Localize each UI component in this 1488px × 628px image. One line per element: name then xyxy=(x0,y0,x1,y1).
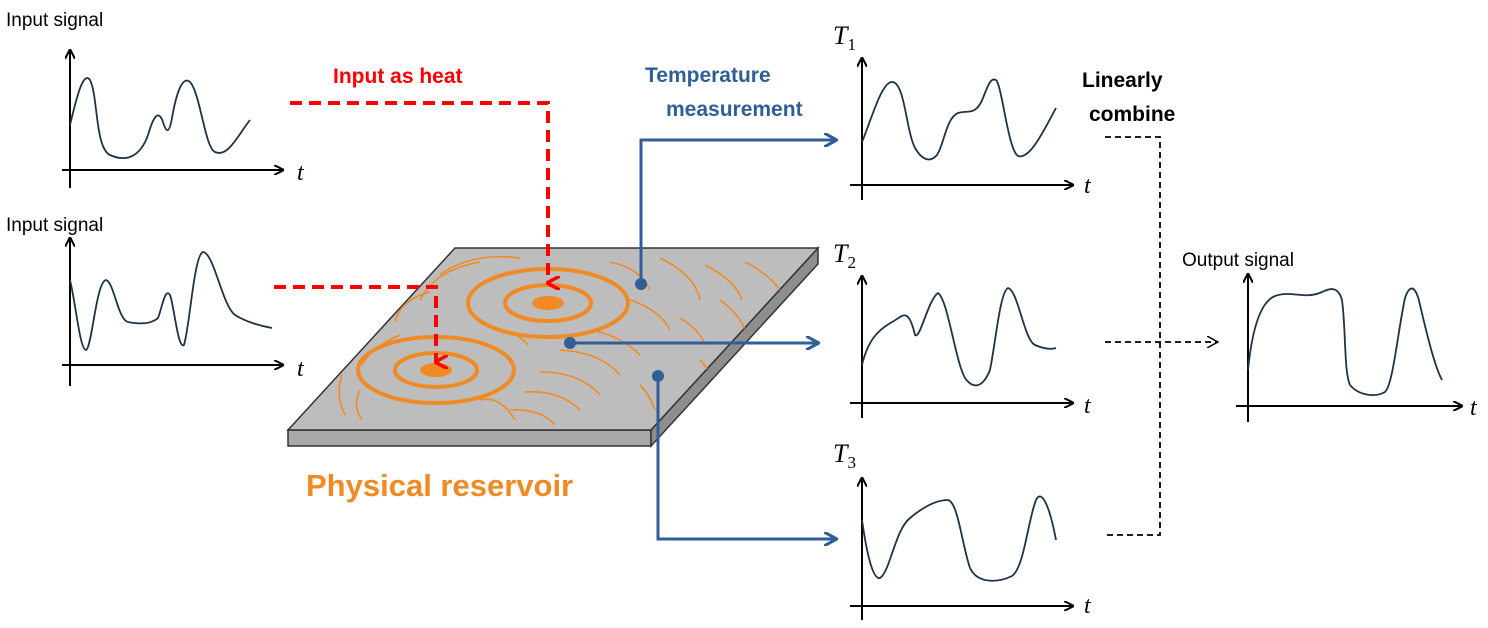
heat-arrow-1 xyxy=(290,101,548,283)
output-curve xyxy=(1247,287,1443,396)
temperature-label: Temperature xyxy=(645,64,771,87)
input-plot-2-time-label: t xyxy=(297,356,305,382)
t3-symbol: T3 xyxy=(833,439,856,472)
measure-arrow-3 xyxy=(656,376,836,539)
linearly-label: Linearly xyxy=(1082,69,1163,92)
sensor-point-3 xyxy=(652,370,664,382)
plate-front-face xyxy=(287,429,652,447)
input-signal-label-1: Input signal xyxy=(6,10,103,31)
combine-bracket xyxy=(1105,136,1161,536)
heat-arrow-2 xyxy=(274,285,436,362)
input-plot-2-curve xyxy=(69,251,273,351)
temperature-plot-t3: T3 t xyxy=(833,439,1092,620)
temperature-plot-t2: T2 t xyxy=(833,239,1092,419)
input-plot-2: Input signal t xyxy=(6,215,305,386)
input-plot-1-time-label: t xyxy=(297,160,305,186)
measure-arrow-1 xyxy=(639,140,836,284)
sensor-point-1 xyxy=(635,278,647,290)
input-as-heat-label: Input as heat xyxy=(333,65,463,88)
input-plot-1: Input signal t xyxy=(6,10,305,188)
heat-input-arrows: Input as heat xyxy=(274,65,548,362)
linear-combination: Linearly combine xyxy=(1082,69,1218,536)
measurement-label: measurement xyxy=(666,98,803,121)
t2-symbol: T2 xyxy=(833,239,856,272)
heat-spot-1 xyxy=(532,296,564,310)
t2-curve xyxy=(861,287,1057,387)
t3-time-label: t xyxy=(1084,593,1092,619)
heat-spot-2 xyxy=(420,363,452,377)
input-signal-label-2: Input signal xyxy=(6,215,103,236)
output-plot: Output signal t xyxy=(1182,250,1478,422)
sensor-point-2 xyxy=(564,337,576,349)
temperature-measurement-arrows: Temperature measurement xyxy=(564,64,836,539)
t1-curve xyxy=(861,78,1057,161)
physical-reservoir-label: Physical reservoir xyxy=(306,468,573,503)
t1-time-label: t xyxy=(1084,173,1092,199)
physical-reservoir-plate xyxy=(286,246,820,448)
temperature-plot-t1: T1 t xyxy=(833,21,1092,200)
t2-time-label: t xyxy=(1084,393,1092,419)
t1-symbol: T1 xyxy=(833,21,856,54)
input-plot-1-curve xyxy=(69,77,251,159)
combine-label: combine xyxy=(1089,103,1175,126)
output-time-label: t xyxy=(1470,395,1478,421)
output-signal-label: Output signal xyxy=(1182,250,1294,271)
t3-curve xyxy=(861,495,1057,582)
